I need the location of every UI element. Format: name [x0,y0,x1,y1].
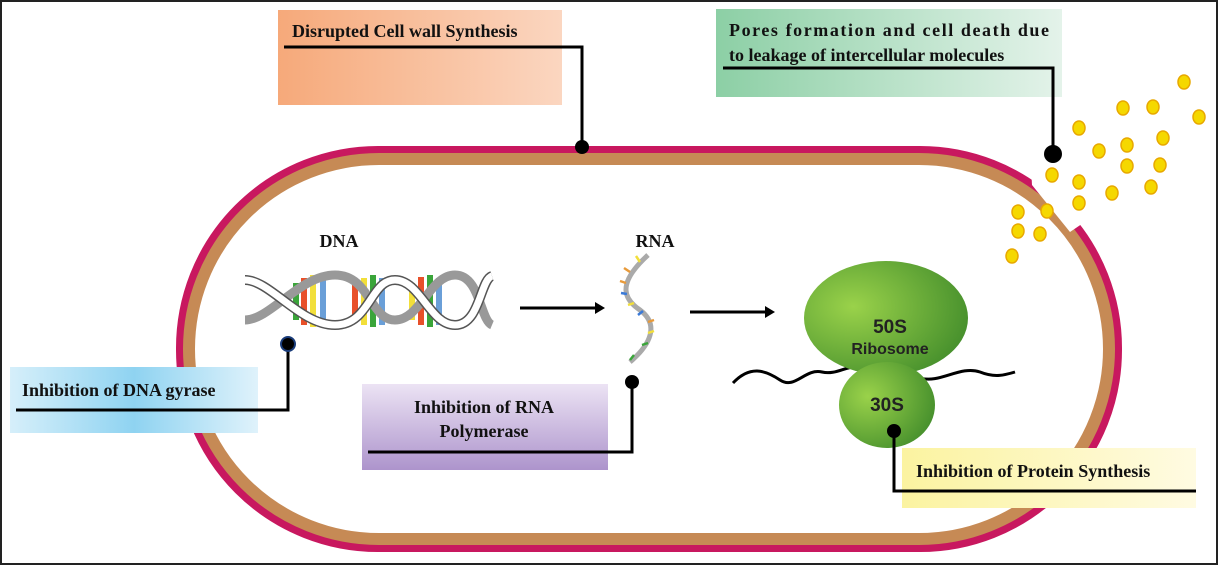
membrane-pore [1030,150,1095,232]
dna-helix-icon [244,270,495,331]
ribosome-icon: 50S Ribosome 30S [731,261,1016,448]
protein-synthesis-label: Inhibition of Protein Synthesis [916,461,1150,481]
cell-wall-callout: Disrupted Cell wall Synthesis [278,10,589,154]
cell-wall-label: Disrupted Cell wall Synthesis [292,21,518,41]
ribosome-30s-label: 30S [870,395,904,416]
pores-callout: Pores formation and cell death due to le… [716,9,1062,163]
rna-label: RNA [636,231,675,251]
cell-membrane [176,146,1122,552]
dna-label: DNA [320,231,359,251]
protein-synthesis-callout: Inhibition of Protein Synthesis [887,424,1196,508]
rna-polymerase-label-line1: Inhibition of RNA [414,397,554,417]
ribosome-50s-label: 50S [873,317,907,338]
arrow-rna-to-ribosome [690,306,775,318]
dna-gyrase-callout: Inhibition of DNA gyrase [10,336,296,433]
pores-label-line1: Pores formation and cell death due [729,20,1049,40]
ribosome-label: Ribosome [851,341,928,358]
rna-polymerase-callout: Inhibition of RNA Polymerase [362,375,639,470]
leaking-molecules [1005,74,1206,264]
rna-polymerase-label-line2: Polymerase [440,421,529,441]
rna-strand-icon [619,253,655,364]
dna-gyrase-label: Inhibition of DNA gyrase [22,380,216,400]
pores-label-line2: to leakage of intercellular molecules [729,45,1004,65]
arrow-dna-to-rna [520,302,605,314]
